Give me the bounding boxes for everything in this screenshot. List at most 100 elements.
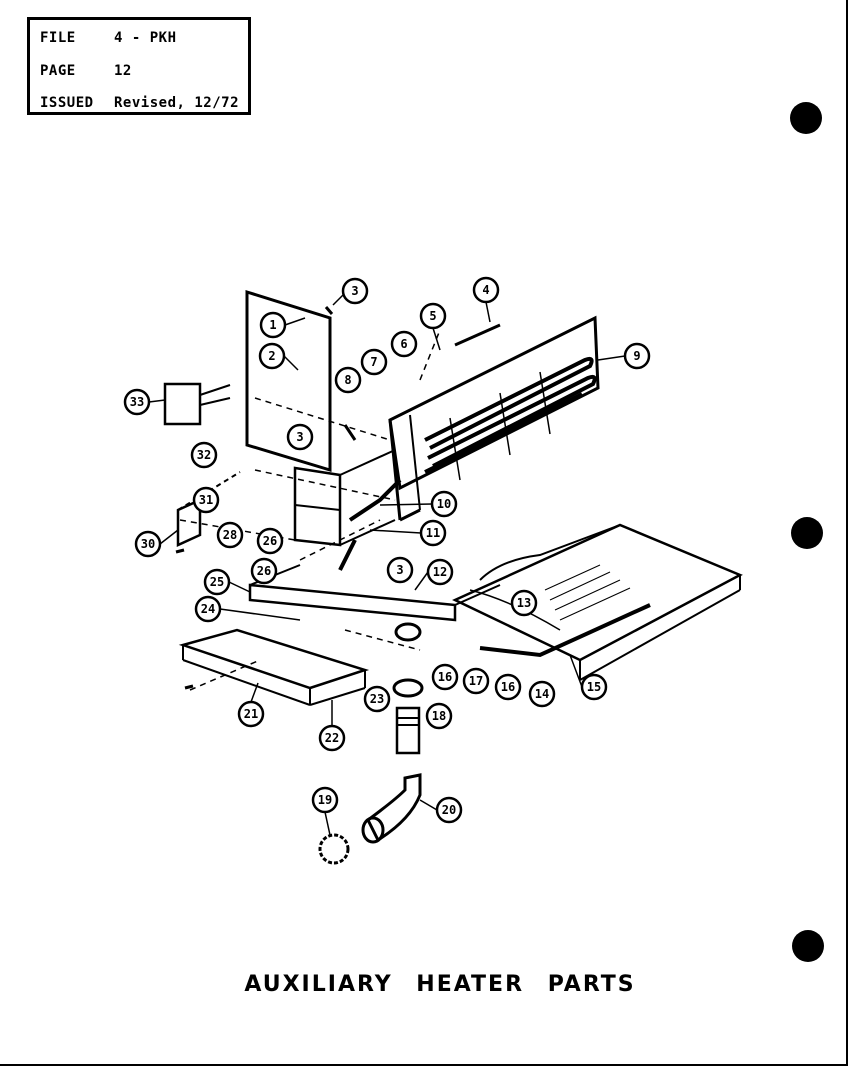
svg-text:8: 8 bbox=[344, 373, 351, 387]
callout-26-b: 26 bbox=[250, 557, 278, 585]
svg-text:21: 21 bbox=[244, 707, 258, 721]
svg-text:18: 18 bbox=[432, 709, 446, 723]
callout-19-a: 18 bbox=[425, 702, 453, 730]
svg-text:1: 1 bbox=[269, 318, 276, 332]
svg-text:33: 33 bbox=[130, 395, 144, 409]
callout-12: 12 bbox=[426, 558, 454, 586]
svg-text:14: 14 bbox=[535, 687, 549, 701]
callout-24: 24 bbox=[194, 595, 222, 623]
file-value: 4 - PKH bbox=[114, 30, 177, 46]
callout-13: 13 bbox=[510, 589, 538, 617]
binder-hole-bottom bbox=[792, 930, 824, 962]
svg-text:16: 16 bbox=[501, 680, 515, 694]
page-label: PAGE bbox=[40, 63, 76, 79]
callout-25: 25 bbox=[203, 568, 231, 596]
callout-16-a: 16 bbox=[431, 663, 459, 691]
svg-text:5: 5 bbox=[429, 309, 436, 323]
diagram-title: AUXILIARY HEATER PARTS bbox=[244, 972, 636, 997]
svg-text:31: 31 bbox=[199, 493, 213, 507]
svg-text:25: 25 bbox=[210, 575, 224, 589]
svg-text:4: 4 bbox=[482, 283, 489, 297]
svg-text:26: 26 bbox=[257, 564, 271, 578]
svg-text:24: 24 bbox=[201, 602, 215, 616]
callout-1: 1 bbox=[259, 311, 287, 339]
callout-8: 8 bbox=[334, 366, 362, 394]
issued-row: ISSUED Revised, 12/72 bbox=[40, 95, 239, 111]
callout-11: 11 bbox=[419, 519, 447, 547]
callout-balloons: 3 4 1 5 6 2 7 9 8 33 3 32 31 10 28 11 26… bbox=[123, 276, 651, 824]
page-value: 12 bbox=[114, 63, 132, 79]
gasket-19 bbox=[318, 833, 350, 865]
callout-22: 22 bbox=[318, 724, 346, 752]
callout-9: 9 bbox=[623, 342, 651, 370]
svg-text:26: 26 bbox=[263, 534, 277, 548]
svg-text:13: 13 bbox=[517, 596, 531, 610]
heater-coils bbox=[424, 356, 597, 474]
callout-4: 4 bbox=[472, 276, 500, 304]
callout-26-a: 26 bbox=[256, 527, 284, 555]
binder-hole-top bbox=[790, 102, 822, 134]
svg-text:7: 7 bbox=[370, 355, 377, 369]
callout-14: 14 bbox=[528, 680, 556, 708]
svg-text:15: 15 bbox=[587, 680, 601, 694]
callout-7: 7 bbox=[360, 348, 388, 376]
svg-text:3: 3 bbox=[351, 284, 358, 298]
callout-19-b: 19 bbox=[311, 786, 339, 814]
svg-text:6: 6 bbox=[400, 337, 407, 351]
drain-nut bbox=[392, 678, 424, 698]
svg-text:12: 12 bbox=[433, 565, 447, 579]
callout-33: 33 bbox=[123, 388, 151, 416]
svg-text:32: 32 bbox=[197, 448, 211, 462]
svg-text:16: 16 bbox=[438, 670, 452, 684]
callout-30: 30 bbox=[134, 530, 162, 558]
page-row: PAGE 12 bbox=[40, 63, 132, 79]
thermostat-33 bbox=[163, 382, 202, 426]
svg-text:17: 17 bbox=[469, 674, 483, 688]
callout-5: 5 bbox=[419, 302, 447, 330]
svg-text:9: 9 bbox=[633, 349, 640, 363]
file-label: FILE bbox=[40, 30, 76, 46]
elbow-20 bbox=[366, 773, 422, 843]
callout-28: 28 bbox=[216, 521, 244, 549]
svg-text:3: 3 bbox=[296, 430, 303, 444]
svg-text:22: 22 bbox=[325, 731, 339, 745]
cover-21 bbox=[178, 628, 370, 690]
heater-frame bbox=[388, 315, 600, 491]
svg-text:2: 2 bbox=[268, 349, 275, 363]
mounting-rail bbox=[248, 583, 457, 622]
tray bbox=[452, 523, 743, 662]
callout-31: 31 bbox=[192, 486, 220, 514]
tube-15 bbox=[479, 603, 651, 658]
issued-label: ISSUED bbox=[40, 95, 94, 111]
file-row: FILE 4 - PKH bbox=[40, 30, 177, 46]
callout-15: 15 bbox=[580, 673, 608, 701]
callout-23: 23 bbox=[363, 685, 391, 713]
drain-pipe bbox=[395, 706, 421, 755]
svg-text:11: 11 bbox=[426, 526, 440, 540]
diagram-drawing bbox=[163, 289, 743, 865]
callout-6: 6 bbox=[390, 330, 418, 358]
callout-3-top: 3 bbox=[341, 277, 369, 305]
svg-text:20: 20 bbox=[442, 803, 456, 817]
issued-value: Revised, 12/72 bbox=[114, 95, 240, 111]
svg-text:19: 19 bbox=[318, 793, 332, 807]
binder-hole-middle bbox=[791, 517, 823, 549]
svg-text:28: 28 bbox=[223, 528, 237, 542]
svg-text:23: 23 bbox=[370, 692, 384, 706]
callout-10: 10 bbox=[430, 490, 458, 518]
callout-3-mid: 3 bbox=[286, 423, 314, 451]
callout-2: 2 bbox=[258, 342, 286, 370]
svg-text:3: 3 bbox=[396, 563, 403, 577]
callout-32: 32 bbox=[190, 441, 218, 469]
leader-lines bbox=[148, 294, 626, 836]
callout-16-b: 16 bbox=[494, 673, 522, 701]
svg-text:30: 30 bbox=[141, 537, 155, 551]
callout-20: 20 bbox=[435, 796, 463, 824]
svg-text:10: 10 bbox=[437, 497, 451, 511]
callout-17: 17 bbox=[462, 667, 490, 695]
back-panel bbox=[245, 289, 332, 473]
file-info-box: FILE 4 - PKH PAGE 12 ISSUED Revised, 12/72 bbox=[27, 17, 251, 115]
callout-21: 21 bbox=[237, 700, 265, 728]
